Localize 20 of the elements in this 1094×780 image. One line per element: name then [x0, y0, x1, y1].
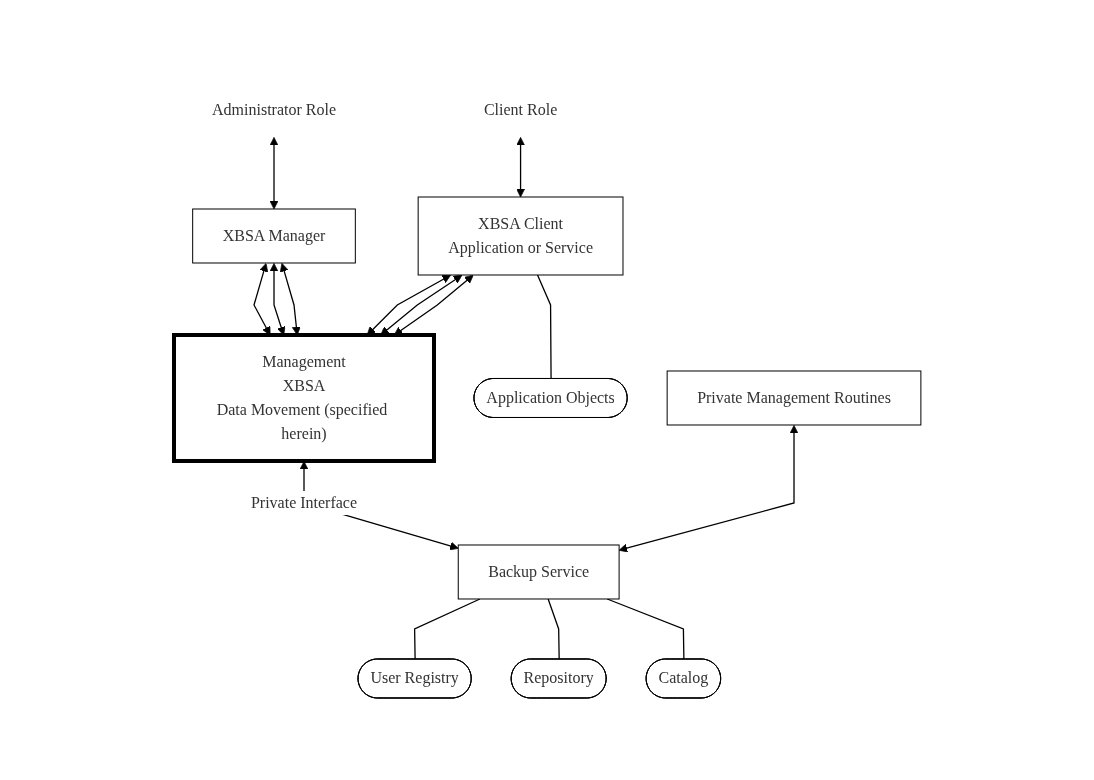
node-text: Administrator Role	[211, 100, 336, 118]
connector	[606, 597, 685, 660]
edge-label: Private Interface	[250, 493, 357, 511]
arrow	[366, 274, 451, 335]
arrow	[515, 136, 525, 197]
arrow	[618, 424, 798, 552]
node-box: Private Management Routines	[666, 370, 921, 425]
arrow	[269, 136, 278, 209]
arrow	[279, 262, 301, 335]
node-box: XBSA Manager	[191, 208, 356, 263]
arrow	[269, 262, 285, 335]
node-box: Management XBSA Data Movement (specified herein)	[171, 332, 436, 463]
connector	[413, 597, 481, 660]
node-box: Backup Service	[457, 544, 620, 599]
connector	[547, 597, 560, 660]
node-box: XBSA Client Application or Service	[417, 196, 624, 275]
node-text: Client Role	[483, 100, 557, 118]
arrow	[379, 274, 462, 335]
arrow	[252, 262, 271, 335]
arrow	[393, 274, 474, 335]
